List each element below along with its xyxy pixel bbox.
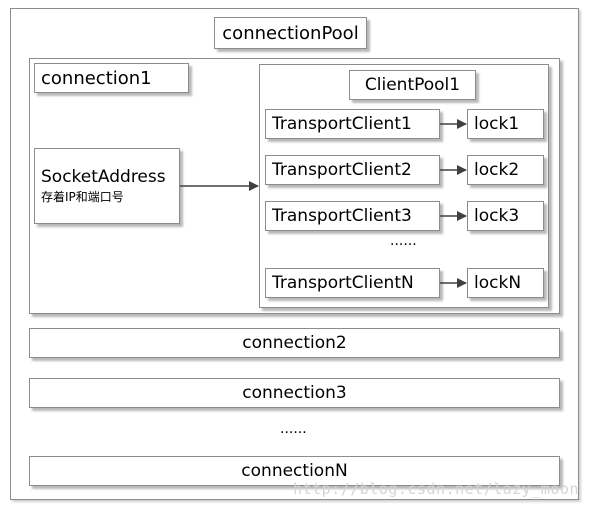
connection1-title: connection1 bbox=[34, 63, 189, 93]
connection-n-label: connectionN bbox=[241, 461, 348, 481]
lock-2-label: lock2 bbox=[474, 160, 520, 180]
transport-client-n: TransportClientN bbox=[265, 268, 440, 298]
client-pool-title: ClientPool1 bbox=[349, 70, 476, 100]
transport-client-3-label: TransportClient3 bbox=[272, 206, 412, 226]
socket-address-subtitle: 存着IP和端口号 bbox=[41, 190, 124, 204]
client-pool-title-text: ClientPool1 bbox=[364, 75, 461, 95]
transport-client-n-label: TransportClientN bbox=[272, 273, 414, 293]
lock-3: lock3 bbox=[467, 201, 544, 231]
transport-client-2: TransportClient2 bbox=[265, 155, 440, 185]
watermark: http://blog.csdn.net/lazy_moon bbox=[293, 480, 579, 498]
lock-1-label: lock1 bbox=[474, 114, 520, 134]
lock-n-label: lockN bbox=[474, 273, 522, 293]
lock-2: lock2 bbox=[467, 155, 544, 185]
connection-n: connectionN bbox=[29, 456, 560, 486]
connection-3: connection3 bbox=[29, 378, 560, 408]
connection1-title-text: connection1 bbox=[41, 67, 152, 89]
transport-client-1-label: TransportClient1 bbox=[272, 114, 412, 134]
connection-2-label: connection2 bbox=[242, 333, 347, 353]
lock-1: lock1 bbox=[467, 109, 544, 139]
client-pool-ellipsis: ...... bbox=[390, 233, 417, 249]
transport-client-2-label: TransportClient2 bbox=[272, 160, 412, 180]
transport-client-3: TransportClient3 bbox=[265, 201, 440, 231]
socket-address-box: SocketAddress 存着IP和端口号 bbox=[34, 148, 180, 224]
connection-pool-title: connectionPool bbox=[214, 17, 367, 49]
connection-2: connection2 bbox=[29, 328, 560, 358]
connections-ellipsis: ...... bbox=[280, 421, 307, 437]
transport-client-1: TransportClient1 bbox=[265, 109, 440, 139]
socket-address-title: SocketAddress bbox=[41, 167, 166, 187]
connection-3-label: connection3 bbox=[242, 383, 347, 403]
lock-3-label: lock3 bbox=[474, 206, 520, 226]
connection-pool-title-text: connectionPool bbox=[222, 22, 359, 44]
client-pool-container bbox=[259, 64, 549, 308]
lock-n: lockN bbox=[467, 268, 544, 298]
